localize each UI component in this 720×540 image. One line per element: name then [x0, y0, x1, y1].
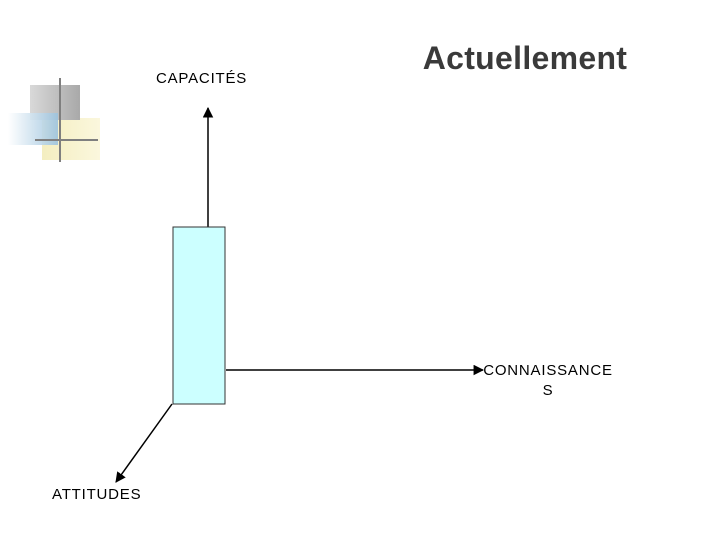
- connaissances-label-line2: S: [542, 382, 554, 399]
- overlapping-squares-crosshair-icon: [8, 78, 100, 162]
- connaissances-label-line1: CONNAISSANCE: [483, 362, 613, 379]
- connaissances-axis-label: CONNAISSANCE S: [468, 361, 628, 401]
- slide-title: Actuellement: [422, 40, 628, 76]
- current-level-block: [172, 226, 226, 405]
- attitudes-axis-arrow: [115, 403, 173, 483]
- attitudes-axis-label: ATTITUDES: [52, 486, 142, 503]
- capacites-axis-label: CAPACITÉS: [156, 70, 248, 87]
